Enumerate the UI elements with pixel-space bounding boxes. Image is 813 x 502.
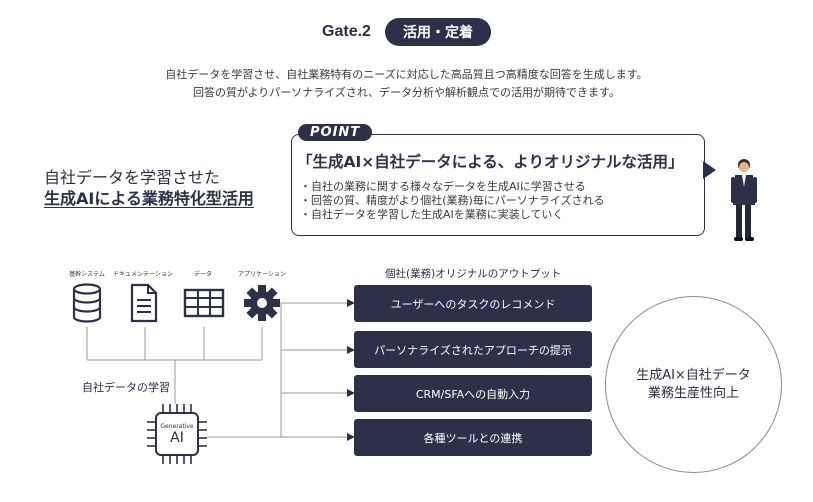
result-line-2: 業務生産性向上 xyxy=(647,385,739,401)
outputs-heading: 個社(業務)オリジナルのアウトプット xyxy=(385,268,562,280)
gate-badge: 活用・定着 xyxy=(384,18,491,46)
output-box: ユーザーへのタスクのレコメンド xyxy=(354,285,592,322)
callout-pointer xyxy=(703,161,716,179)
gate-number: Gate.2 xyxy=(322,23,371,40)
source-label: 基幹システム xyxy=(69,271,105,278)
intro-line-1: 自社データを学習させ、自社業務特有のニーズに対応した高品質且つ高精度な回答を生成… xyxy=(165,68,648,81)
output-box: パーソナライズされたアプローチの提示 xyxy=(354,331,592,368)
data-learning-label: 自社データの学習 xyxy=(82,381,170,394)
point-bullet: ・自社の業務に関する様々なデータを生成AIに学習させる xyxy=(300,180,586,193)
source-label: データ xyxy=(193,271,212,278)
result-line-1: 生成AI×自社データ xyxy=(636,367,751,383)
gate-header: Gate.2 活用・定着 xyxy=(0,18,813,46)
chip-label-small: Generative xyxy=(160,423,194,430)
point-callout-box xyxy=(291,134,705,236)
result-circle: 生成AI×自社データ 業務生産性向上 xyxy=(605,296,782,473)
output-box: CRM/SFAへの自動入力 xyxy=(354,375,592,412)
chip-label-large: AI xyxy=(170,430,184,446)
table-icon xyxy=(183,288,225,318)
point-bullet: ・回答の質、精度がより個社(業務)毎にパーソナライズされる xyxy=(300,194,605,207)
lead-text: 自社データを学習させた xyxy=(44,168,221,187)
point-tag: POINT xyxy=(298,124,373,141)
lead-heading: 生成AIによる業務特化型活用 xyxy=(44,189,254,208)
intro-line-2: 回答の質がよりパーソナライズされ、データ分析や解析観点での活用が期待できます。 xyxy=(193,86,620,99)
output-box: 各種ツールとの連携 xyxy=(354,419,592,456)
database-icon xyxy=(72,283,102,323)
source-label: ドキュメンテーション xyxy=(113,271,173,278)
source-label: アプリケーション xyxy=(238,271,286,278)
document-icon xyxy=(130,283,158,323)
point-title: 「生成AI×自社データによる、よりオリジナルな活用」 xyxy=(297,153,684,171)
gear-icon xyxy=(244,285,280,321)
businessperson-icon xyxy=(731,159,757,241)
point-bullet: ・自社データを学習した生成AIを業務に実装していく xyxy=(300,208,564,221)
ai-chip-icon xyxy=(147,404,207,464)
